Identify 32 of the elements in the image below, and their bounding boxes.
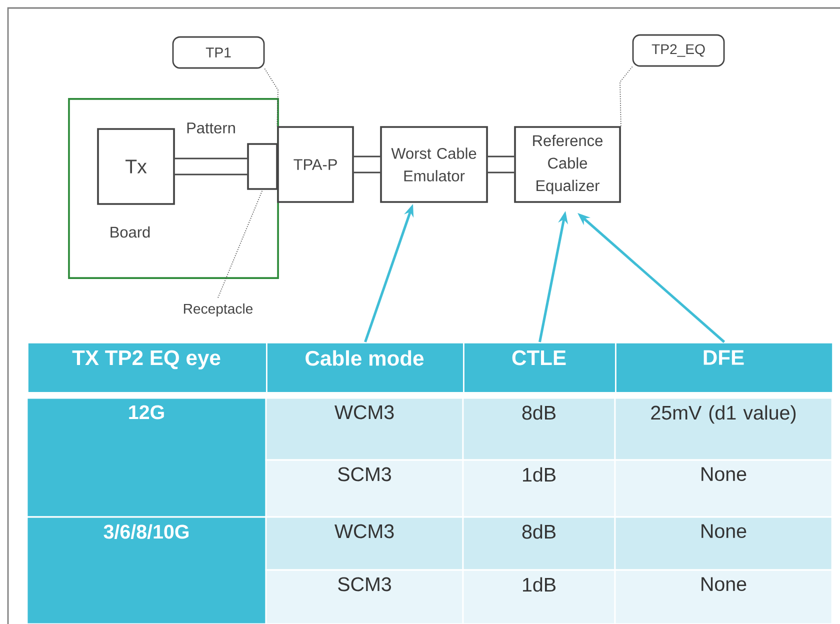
table-cell: 8dB xyxy=(462,516,616,571)
leader-line xyxy=(620,66,633,126)
edge-label: Pattern xyxy=(187,122,235,134)
receptacle-label: Receptacle xyxy=(184,303,253,317)
block-box: Reference Cable Equalizer xyxy=(514,126,621,203)
table-cell: WCM3 xyxy=(265,516,464,571)
block-box xyxy=(247,143,278,190)
table-cell: None xyxy=(614,459,833,518)
table-cell: 12G xyxy=(26,397,267,518)
table-cell: 1dB xyxy=(462,459,616,518)
table-cell: SCM3 xyxy=(265,459,464,518)
table-cell: 3/6/8/10G xyxy=(26,516,267,624)
table-header-cell: DFE xyxy=(615,342,834,394)
table-cell: 8dB xyxy=(462,397,616,461)
block-box: Worst Cable Emulator xyxy=(380,126,488,203)
test-point-callout: TP1 xyxy=(172,36,265,69)
table-header-cell: TX TP2 EQ eye xyxy=(27,342,268,394)
table-cell: WCM3 xyxy=(265,397,464,461)
table-cell: None xyxy=(614,516,833,571)
table-header-cell: CTLE xyxy=(463,342,616,394)
signal-trace xyxy=(354,156,380,174)
block-box: Tx xyxy=(97,128,175,205)
table-cell: SCM3 xyxy=(265,569,464,624)
table-cell: 1dB xyxy=(462,569,616,624)
table-header-cell: Cable mode xyxy=(266,342,464,394)
signal-trace xyxy=(488,156,514,174)
leader-line xyxy=(218,190,263,298)
leader-line xyxy=(264,68,278,126)
table-cell: None xyxy=(614,569,833,624)
signal-trace xyxy=(174,158,248,176)
test-point-callout: TP2_EQ xyxy=(632,34,725,67)
table-cell: 25mV (d1 value) xyxy=(614,397,833,461)
